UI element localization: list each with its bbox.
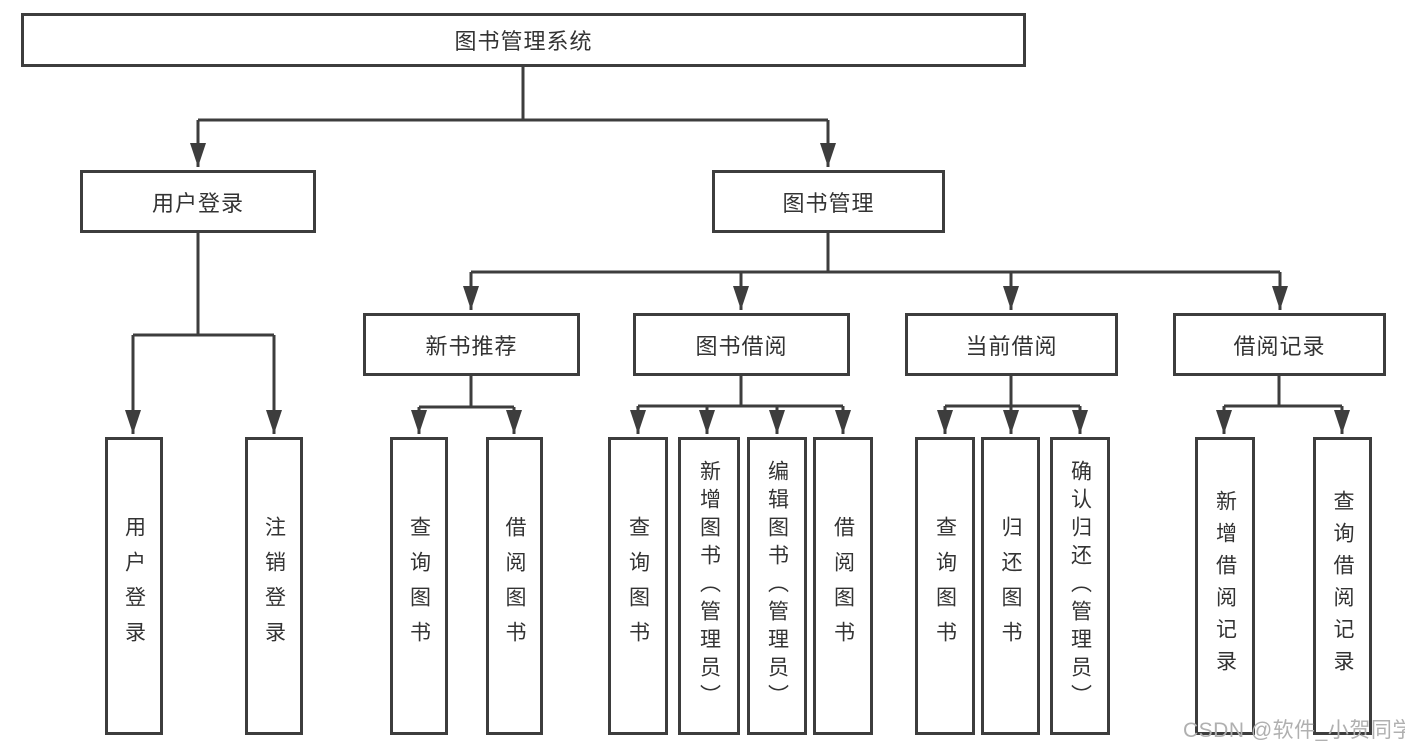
node-new-book-recommend: 新书推荐 bbox=[363, 313, 580, 376]
node-query-books-current: 查询图书 bbox=[915, 437, 975, 735]
node-label: 用户登录 bbox=[151, 190, 244, 216]
node-label: 确认归还（管理员） bbox=[1068, 460, 1092, 712]
node-borrow-books-recommend: 借阅图书 bbox=[486, 437, 543, 735]
node-label: 归还图书 bbox=[999, 516, 1022, 656]
node-label: 借阅图书 bbox=[503, 516, 526, 656]
node-add-borrow-record: 新增借阅记录 bbox=[1195, 437, 1255, 735]
node-logout: 注销登录 bbox=[245, 437, 303, 735]
node-user-login-leaf: 用户登录 bbox=[105, 437, 163, 735]
node-query-books-recommend: 查询图书 bbox=[390, 437, 448, 735]
node-borrow-books-borrowing: 借阅图书 bbox=[813, 437, 873, 735]
node-query-books-borrowing: 查询图书 bbox=[608, 437, 668, 735]
node-edit-books-admin: 编辑图书（管理员） bbox=[747, 437, 807, 735]
node-label: 查询图书 bbox=[626, 516, 650, 656]
node-book-borrowing: 图书借阅 bbox=[633, 313, 850, 376]
node-label: 图书管理 bbox=[782, 190, 875, 216]
node-label: 查询图书 bbox=[933, 516, 957, 656]
node-label: 借阅图书 bbox=[831, 516, 855, 656]
node-return-books: 归还图书 bbox=[981, 437, 1040, 735]
node-label: 编辑图书（管理员） bbox=[765, 460, 789, 712]
node-label: 用户登录 bbox=[122, 516, 146, 656]
node-label: 新书推荐 bbox=[425, 333, 518, 359]
node-user-login: 用户登录 bbox=[80, 170, 316, 233]
node-query-borrow-record: 查询借阅记录 bbox=[1313, 437, 1372, 735]
node-label: 图书管理系统 bbox=[454, 29, 593, 54]
watermark: CSDN @软件_小贺同学 bbox=[1183, 719, 1405, 742]
node-current-borrowing: 当前借阅 bbox=[905, 313, 1118, 376]
node-label: 借阅记录 bbox=[1233, 333, 1326, 359]
node-label: 新增图书（管理员） bbox=[697, 460, 721, 712]
node-label: 注销登录 bbox=[262, 516, 286, 656]
node-label: 图书借阅 bbox=[695, 333, 788, 359]
node-book-management: 图书管理 bbox=[712, 170, 945, 233]
node-label: 当前借阅 bbox=[965, 333, 1058, 359]
node-confirm-return-admin: 确认归还（管理员） bbox=[1050, 437, 1110, 735]
node-borrowing-records: 借阅记录 bbox=[1173, 313, 1386, 376]
node-label: 查询借阅记录 bbox=[1331, 490, 1354, 682]
node-add-books-admin: 新增图书（管理员） bbox=[678, 437, 740, 735]
node-label: 新增借阅记录 bbox=[1213, 490, 1237, 682]
node-label: 查询图书 bbox=[407, 516, 431, 656]
node-library-system: 图书管理系统 bbox=[21, 13, 1026, 67]
